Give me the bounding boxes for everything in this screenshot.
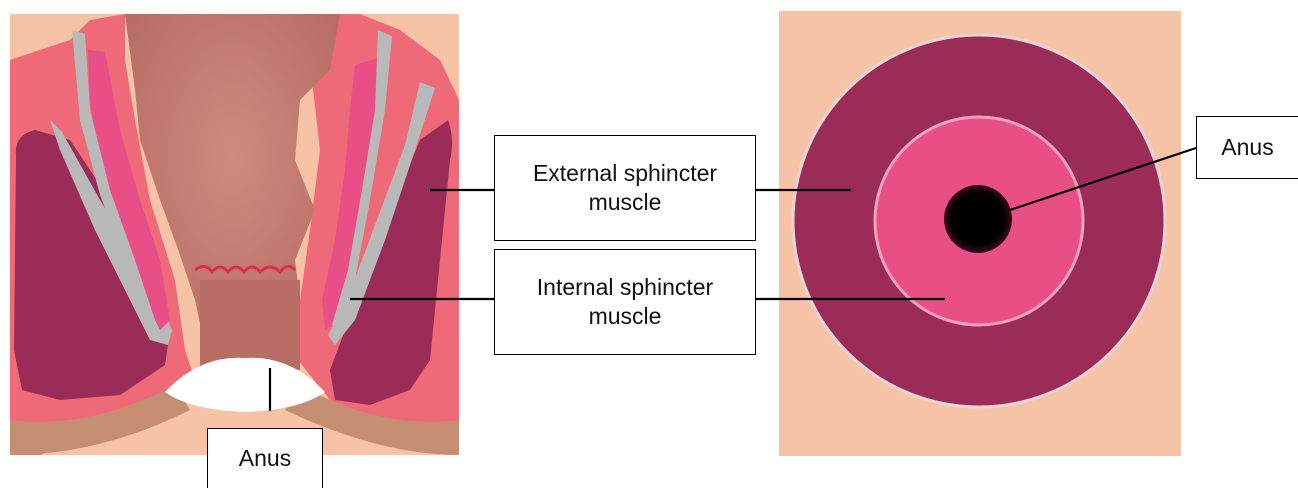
internal-sphincter-label: Internal sphincter muscle: [537, 273, 713, 331]
anal-canal: [200, 280, 300, 370]
anus-label-box-right: Anus: [1196, 116, 1298, 179]
internal-sphincter-label-box: Internal sphincter muscle: [494, 249, 756, 355]
anus-label-box-left: Anus: [207, 428, 323, 488]
anus-label-right: Anus: [1221, 133, 1273, 162]
frontal-view-illustration: [779, 11, 1181, 456]
anal-opening-black: [944, 185, 1012, 253]
external-sphincter-label-box: External sphincter muscle: [494, 135, 756, 241]
external-sphincter-label: External sphincter muscle: [533, 159, 717, 217]
anus-label-left: Anus: [239, 444, 291, 473]
cross-section-illustration: [10, 14, 459, 455]
